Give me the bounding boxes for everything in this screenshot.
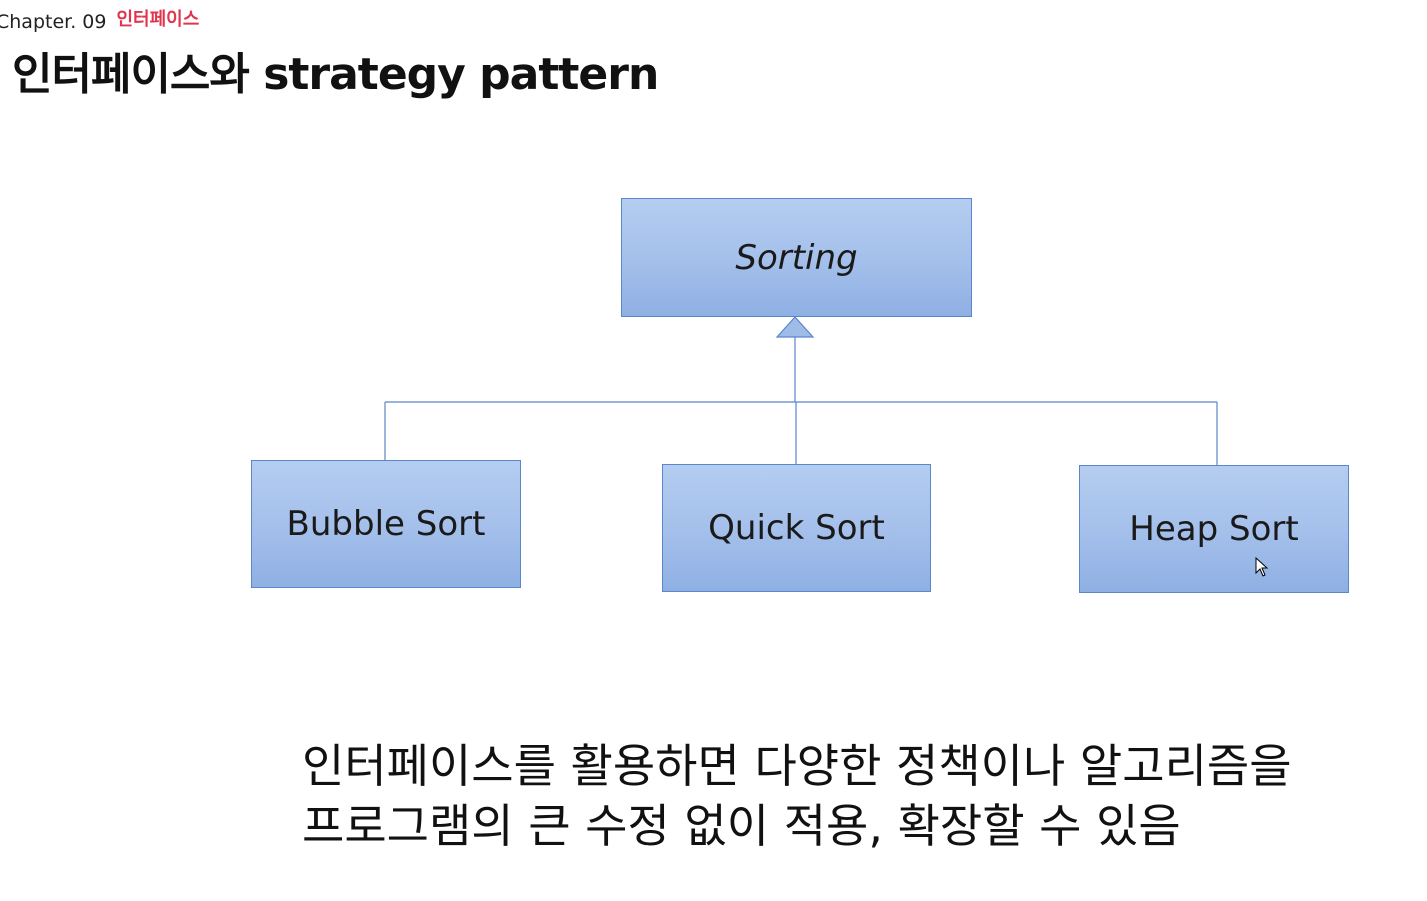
caption-line-2: 프로그램의 큰 수정 없이 적용, 확장할 수 있음 — [302, 799, 1181, 853]
interface-box-sorting: Sorting — [621, 198, 972, 317]
caption: 인터페이스를 활용하면 다양한 정책이나 알고리즘을 프로그램의 큰 수정 없이… — [302, 736, 1292, 856]
class-name-heap-sort: Heap Sort — [1129, 509, 1299, 549]
class-box-bubble-sort: Bubble Sort — [251, 460, 521, 588]
class-box-heap-sort: Heap Sort — [1079, 465, 1349, 593]
interface-name: Sorting — [735, 237, 858, 278]
chapter-topic: 인터페이스 — [116, 9, 200, 30]
class-name-bubble-sort: Bubble Sort — [286, 504, 486, 544]
page-title: 인터페이스와 strategy pattern — [12, 49, 659, 100]
mouse-cursor-icon — [1255, 557, 1269, 577]
class-box-quick-sort: Quick Sort — [662, 464, 931, 592]
class-name-quick-sort: Quick Sort — [708, 508, 885, 548]
caption-line-1: 인터페이스를 활용하면 다양한 정책이나 알고리즘을 — [302, 739, 1292, 793]
realization-arrowhead — [775, 316, 815, 338]
chapter-label: Chapter. 09 — [0, 11, 107, 33]
chapter-header: Chapter. 09 인터페이스 — [0, 8, 199, 36]
